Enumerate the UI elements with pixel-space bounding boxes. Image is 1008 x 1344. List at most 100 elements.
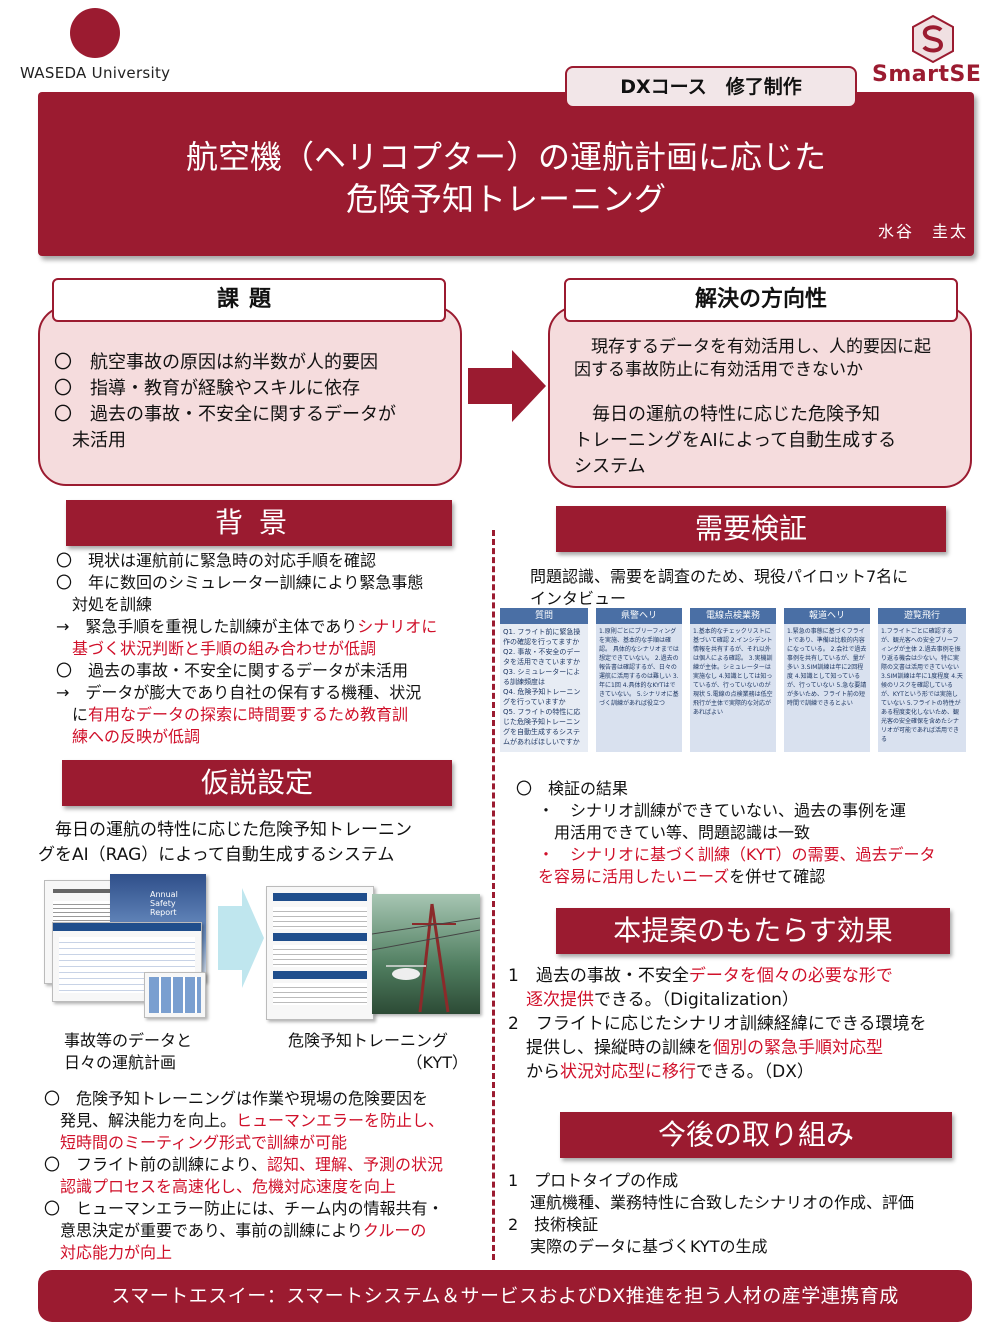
hypothesis-line: 毎日の運航の特性に応じた危険予知トレーニン <box>38 820 412 840</box>
background-line-highlight: 練への反映が低調 <box>56 727 201 746</box>
solution-line: システム <box>574 456 646 477</box>
bullet-line-highlight: 対応能力が向上 <box>44 1243 173 1262</box>
result-heading: 〇 検証の結果 <box>516 779 629 798</box>
question-item: Q5. フライトの特性に応じた危険予知トレーニングを自動生成するシステムがあれば… <box>503 708 581 746</box>
smartse-logo-icon <box>912 14 954 64</box>
issue-box: 〇 航空事故の原因は約半数が人的要因 〇 指導・教育が経験やスキルに依存 〇 過… <box>38 306 462 486</box>
background-heading: 背景 <box>66 500 452 546</box>
background-line: 〇 現状は運航前に緊急時の対応手順を確認 <box>56 551 377 570</box>
background-line: → 緊急手順を重視した訓練が主体でありシナリオに <box>56 616 486 638</box>
issue-item: 未活用 <box>54 430 126 451</box>
issue-list: 〇 航空事故の原因は約半数が人的要因 〇 指導・教育が経験やスキルに依存 〇 過… <box>54 350 454 454</box>
issue-tab: 課題 <box>52 278 446 322</box>
helicopter-powerline-image <box>371 894 481 1014</box>
solution-line: トレーニングをAIによって自動生成する <box>574 430 897 451</box>
effect-text: 1 過去の事故・不安全データを個々の必要な形で 逐次提供できる。（Digital… <box>508 964 978 1084</box>
question-item: Q1. フライト前に緊急操作の確認を行ってますか <box>503 628 581 646</box>
answer-column: 報道ヘリ 1.緊急の事態に基づくフライトであり、準備は比較的内容になっている。 … <box>784 608 870 754</box>
solution-text: 現存するデータを有効活用し、人的要因に起 因する事故防止に有効活用できないか 毎… <box>574 336 964 480</box>
table-cell: 1.基本的なチェックリストに基づいて確認 2.インシデント情報を共有するが、それ… <box>690 624 776 752</box>
result-line: 用活用できてい等、問題認識は一致 <box>538 823 811 842</box>
brand-name: SmartSE <box>872 62 982 87</box>
verification-result: 〇 検証の結果 ・ シナリオ訓練ができていない、過去の事例を運 用活用できてい等… <box>516 778 972 888</box>
report-cover-label: Annual Safety Report <box>150 890 178 917</box>
effect-line: 提供し、操縦時の訓練を個別の緊急手順対応型 <box>508 1036 978 1060</box>
effect-line: 2 フライトに応じたシナリオ訓練経緯にできる環境を <box>508 1014 927 1034</box>
author-name: 水谷 圭太 <box>878 222 969 241</box>
issue-item: 〇 指導・教育が経験やスキルに依存 <box>54 378 360 399</box>
text-run: できる。（Digitalization） <box>594 990 799 1010</box>
text-run-highlight: 有用なデータの探索に時間要するため教育訓 <box>88 705 409 724</box>
hypothesis-line: グをAI（RAG）によって自動生成するシステム <box>38 845 395 865</box>
effect-line: 1 過去の事故・不安全データを個々の必要な形で <box>508 964 978 988</box>
effect-heading: 本提案のもたらす効果 <box>556 908 950 954</box>
university-name: WASEDA University <box>20 64 171 82</box>
effect-line: 逐次提供できる。（Digitalization） <box>508 988 978 1012</box>
issue-item: 〇 過去の事故・不安全に関するデータが <box>54 404 396 425</box>
table-cell: 1.緊急の事態に基づくフライトであり、準備は比較的内容になっている。 2.会社で… <box>784 624 870 752</box>
text-run-highlight: シナリオに <box>357 617 438 636</box>
bullet-line: 発見、解決能力を向上。ヒューマンエラーを防止し、 <box>44 1110 488 1132</box>
right-arrow-icon <box>468 350 546 422</box>
result-line: ・ シナリオ訓練ができていない、過去の事例を運 <box>538 801 907 820</box>
background-line: 〇 過去の事故・不安全に関するデータが未活用 <box>56 661 409 680</box>
table-cell: 1.フライトごとに確認するが、観光客への安全ブリーフィングが主体 2.過去事例を… <box>878 624 966 752</box>
text-run-highlight: 逐次提供 <box>526 990 594 1010</box>
bullet-line-highlight: 認識プロセスを高速化し、危機対応速度を向上 <box>44 1177 397 1196</box>
question-item: Q2. 事故・不安全のデータを活用できていますか <box>503 648 581 666</box>
intro-line: インタビュー <box>530 589 627 608</box>
text-run: → 緊急手順を重視した訓練が主体であり <box>56 617 358 636</box>
background-text: 〇 現状は運航前に緊急時の対応手順を確認 〇 年に数回のシミュレーター訓練により… <box>56 550 486 748</box>
table-header: 報道ヘリ <box>784 608 870 624</box>
text-run-highlight: 個別の緊急手順対応型 <box>713 1038 883 1058</box>
caption-line: 事故等のデータと <box>64 1031 193 1050</box>
solution-box: 現存するデータを有効活用し、人的要因に起 因する事故防止に有効活用できないか 毎… <box>548 306 972 488</box>
solution-line: 現存するデータを有効活用し、人的要因に起 <box>574 337 931 357</box>
result-line: を容易に活用したいニーズを併せて確認 <box>516 866 972 888</box>
interview-table: 質問 Q1. フライト前に緊急操作の確認を行ってますか Q2. 事故・不安全のデ… <box>500 608 966 754</box>
bullet-line: 〇 危険予知トレーニングは作業や現場の危険要因を <box>44 1089 429 1108</box>
background-line: 〇 年に数回のシミュレーター訓練により緊急事態 <box>56 573 424 592</box>
question-column: 質問 Q1. フライト前に緊急操作の確認を行ってますか Q2. 事故・不安全のデ… <box>500 608 588 754</box>
answer-column: 電線点検業務 1.基本的なチェックリストに基づいて確認 2.インシデント情報を共… <box>690 608 776 754</box>
background-line: 対処を訓練 <box>56 595 153 614</box>
text-run-highlight: 認知、理解、予測の状況 <box>267 1155 444 1174</box>
future-heading: 今後の取り組み <box>560 1112 952 1158</box>
column-divider <box>492 530 495 1260</box>
question-list: Q1. フライト前に緊急操作の確認を行ってますか Q2. 事故・不安全のデータを… <box>500 624 588 752</box>
solution-tab: 解決の方向性 <box>564 278 958 322</box>
caption-line: 日々の運航計画 <box>64 1053 177 1072</box>
caption-right: 危険予知トレーニング （KYT） <box>288 1030 468 1074</box>
answer-column: 県警ヘリ 1.原則ごとにブリーフィングを実施、基本的な手順は確認。 具体的なシナ… <box>596 608 682 754</box>
question-item: Q4. 危険予知トレーニングを行っていますか <box>503 688 581 706</box>
text-run: 〇 フライト前の訓練により、 <box>44 1155 268 1174</box>
question-item: Q3. シミュレーターによる訓練頻度は <box>503 668 581 686</box>
course-badge: DXコース 修了制作 <box>565 66 857 108</box>
kyt-worksheet-image <box>266 886 374 1020</box>
page-title-line2: 危険予知トレーニング <box>345 180 666 218</box>
text-run-highlight: データを個々の必要な形で <box>688 966 893 986</box>
demand-heading: 需要検証 <box>556 506 946 552</box>
text-run: 1 過去の事故・不安全 <box>508 966 689 986</box>
text-run-highlight: クルーの <box>362 1221 427 1240</box>
hypothesis-text: 毎日の運航の特性に応じた危険予知トレーニン グをAI（RAG）によって自動生成す… <box>38 818 486 868</box>
table-header: 電線点検業務 <box>690 608 776 624</box>
issue-item: 〇 航空事故の原因は約半数が人的要因 <box>54 352 378 373</box>
result-line-highlight: ・ シナリオに基づく訓練（KYT）の需要、過去データ <box>538 845 936 864</box>
bullet-line-highlight: 短時間のミーティング形式で訓練が可能 <box>44 1133 348 1152</box>
bullet-line: 意思決定が重要であり、事前の訓練によりクルーの <box>44 1220 488 1242</box>
bullet-line: 〇 フライト前の訓練により、認知、理解、予測の状況 <box>44 1154 488 1176</box>
caption-line: 危険予知トレーニング <box>288 1031 449 1050</box>
flight-schedule-image <box>144 972 206 1018</box>
solution-line: 毎日の運航の特性に応じた危険予知 <box>574 404 880 425</box>
caption-left: 事故等のデータと 日々の運航計画 <box>64 1030 192 1074</box>
future-subitem: 運航機種、業務特性に合致したシナリオの作成、評価 <box>530 1193 915 1212</box>
page-title-line1: 航空機（ヘリコプター）の運航計画に応じた <box>185 138 826 176</box>
text-run: 発見、解決能力を向上。 <box>44 1111 237 1130</box>
power-tower-icon <box>371 903 481 1013</box>
flight-plan-screen-image <box>52 922 202 1002</box>
hypothesis-bullets: 〇 危険予知トレーニングは作業や現場の危険要因を 発見、解決能力を向上。ヒューマ… <box>44 1088 488 1264</box>
table-header: 県警ヘリ <box>596 608 682 624</box>
text-run-highlight: 状況対応型に移行 <box>560 1062 696 1082</box>
waseda-emblem-icon <box>70 8 120 58</box>
